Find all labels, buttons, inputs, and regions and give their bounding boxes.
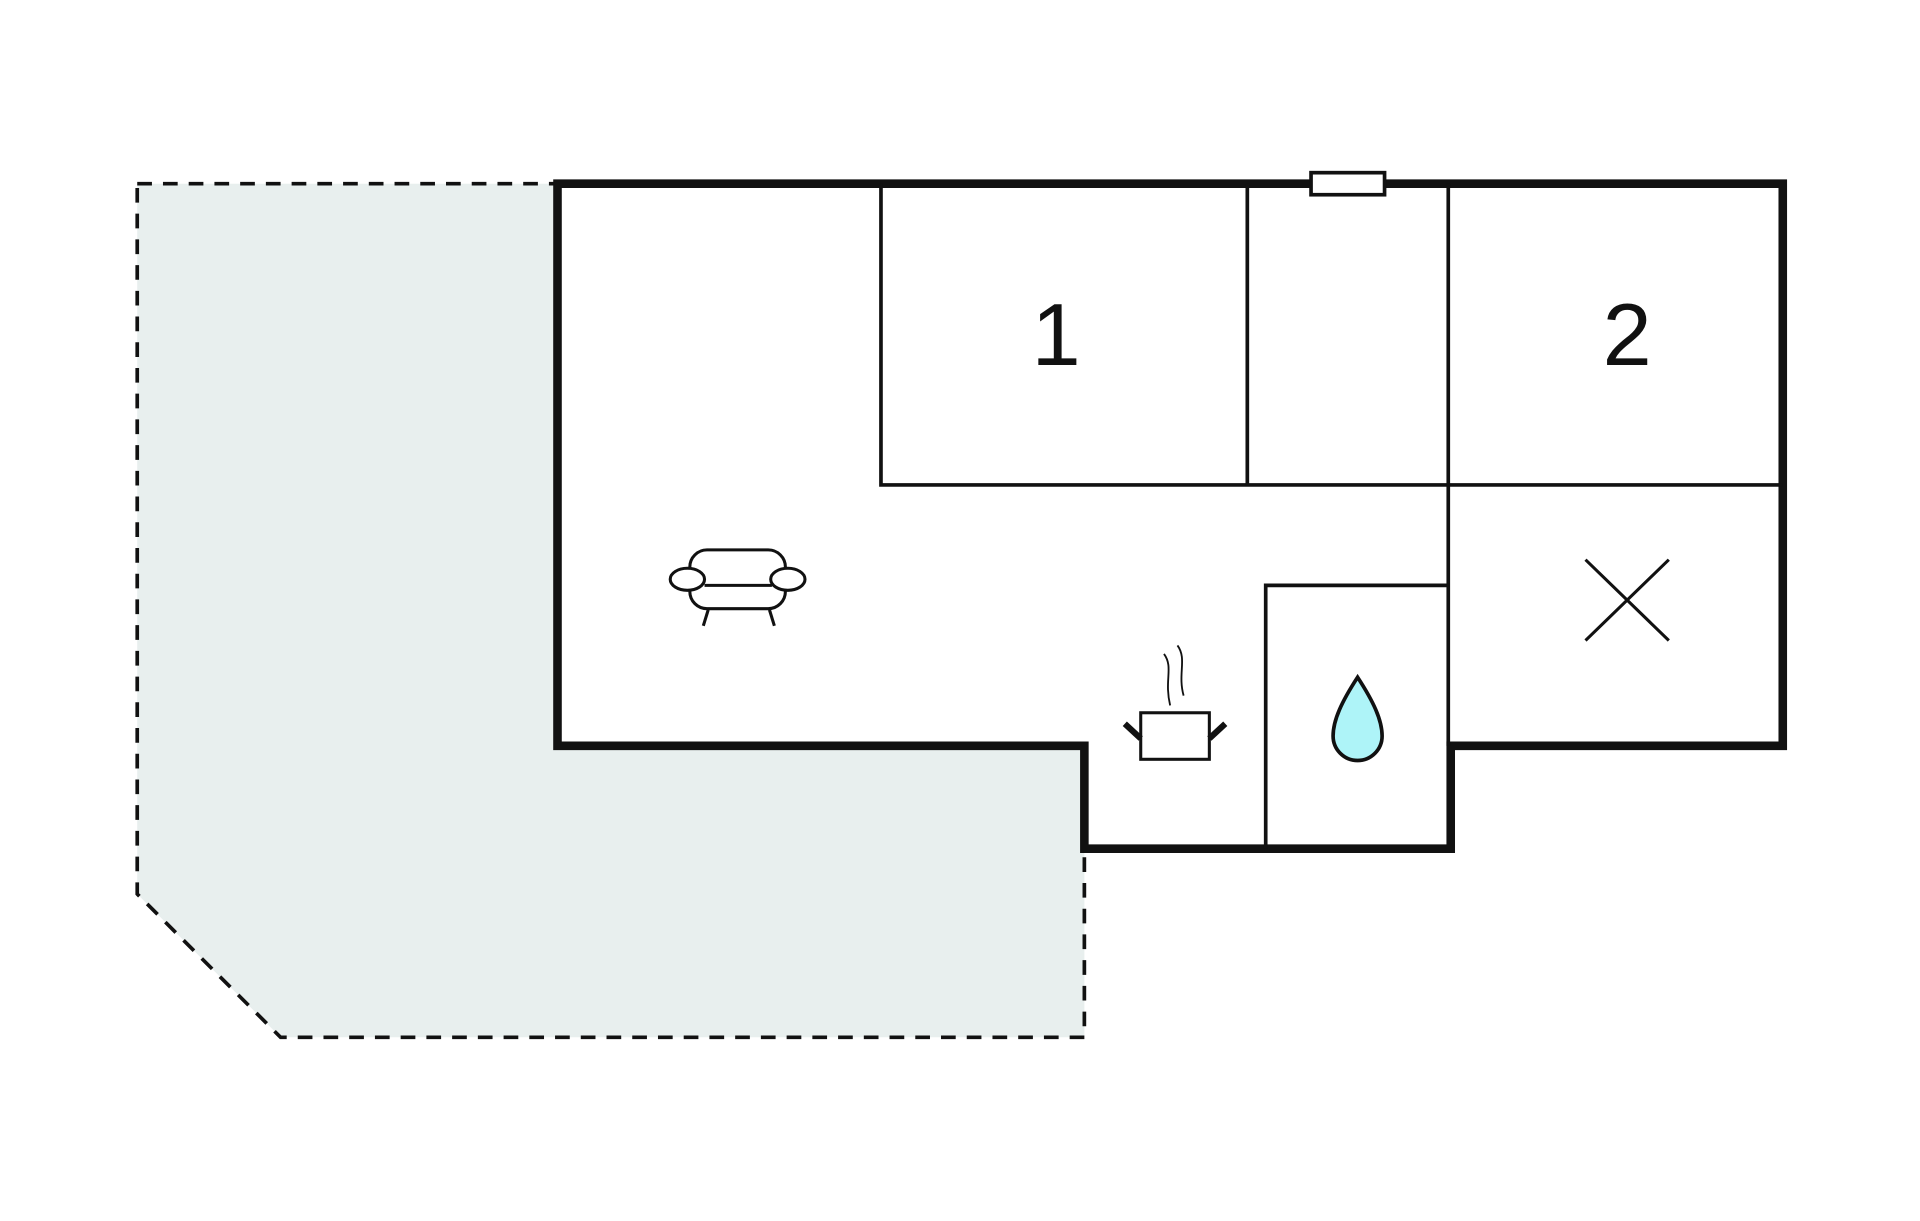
water-drop-icon: [1331, 673, 1384, 763]
interior-walls: [879, 183, 1783, 849]
cross-icon: [1584, 558, 1670, 642]
room-label-2: 2: [1603, 285, 1652, 384]
room-label-1: 1: [1032, 285, 1081, 384]
window-icon: [1309, 170, 1387, 197]
house-outline: [553, 179, 1788, 853]
terrace: [135, 181, 1087, 1040]
cooking-pot-icon: [1122, 644, 1228, 761]
sofa-icon: [668, 548, 807, 627]
